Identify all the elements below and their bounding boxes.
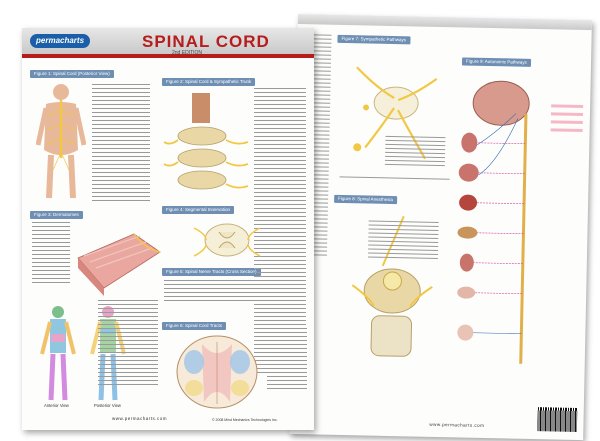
barcode xyxy=(537,407,578,432)
copyright-text: © 2008 Mind Mechanics Technologies Inc. xyxy=(212,418,278,422)
fig4-label: Figure 4: Segmental Innervation xyxy=(162,206,235,214)
edition-label: 2nd EDITION xyxy=(172,50,203,56)
sympathetic-pathways-illustration xyxy=(339,66,450,180)
sheet-title: SPINAL CORD xyxy=(142,32,270,51)
posterior-view-label: Posterior View xyxy=(94,403,121,408)
back-url: www.permacharts.com xyxy=(429,421,485,428)
segmental-innervation-illustration xyxy=(193,223,261,257)
title-band xyxy=(22,54,314,58)
spinal-cord-cross-section xyxy=(176,335,258,409)
fig3-label: Figure 3: Dermatomes xyxy=(30,211,83,219)
brand-logo: permacharts xyxy=(30,34,91,48)
fig9-label: Figure 9: Autonomic Pathways xyxy=(461,57,531,67)
anterior-view-label: Anterior View xyxy=(44,403,69,408)
fig2-label: Figure 2: Spinal Cord & Sympathetic Trun… xyxy=(162,78,256,86)
fig6-label: Figure 6: Spinal Cord Tracts xyxy=(162,322,227,330)
vertebra-sympathetic-illustration xyxy=(163,93,249,190)
skin-section-illustration xyxy=(77,233,161,296)
dermatome-text xyxy=(32,222,70,286)
intro-text xyxy=(92,84,150,204)
back-chart-sheet: Figure 7: Sympathetic Pathways Figure 8:… xyxy=(289,14,592,441)
tract-text xyxy=(98,300,158,388)
front-chart-sheet: permacharts SPINAL CORD 2nd EDITION Figu… xyxy=(22,28,314,430)
fig1-label: Figure 1: Spinal Cord (Posterior View) xyxy=(30,70,114,78)
posterior-body-illustration xyxy=(36,84,86,199)
front-url: www.permacharts.com xyxy=(112,416,168,421)
back-header-bar xyxy=(297,14,592,31)
front-header-bar: permacharts SPINAL CORD 2nd EDITION xyxy=(22,28,314,56)
fig7-label: Figure 7: Sympathetic Pathways xyxy=(337,34,411,45)
autonomic-pathways-illustration xyxy=(457,80,584,364)
back-paragraph xyxy=(384,135,446,169)
anesthesia-paragraph xyxy=(367,220,439,262)
fig6-legend xyxy=(267,328,307,392)
spinal-anesthesia-illustration xyxy=(351,215,433,357)
fig8-label: Figure 8: Spinal Anesthesia xyxy=(334,194,398,205)
fig5-label: Figure 5: Spinal Nerve Tracts (Cross Sec… xyxy=(162,268,261,276)
fig5-text xyxy=(164,280,304,304)
